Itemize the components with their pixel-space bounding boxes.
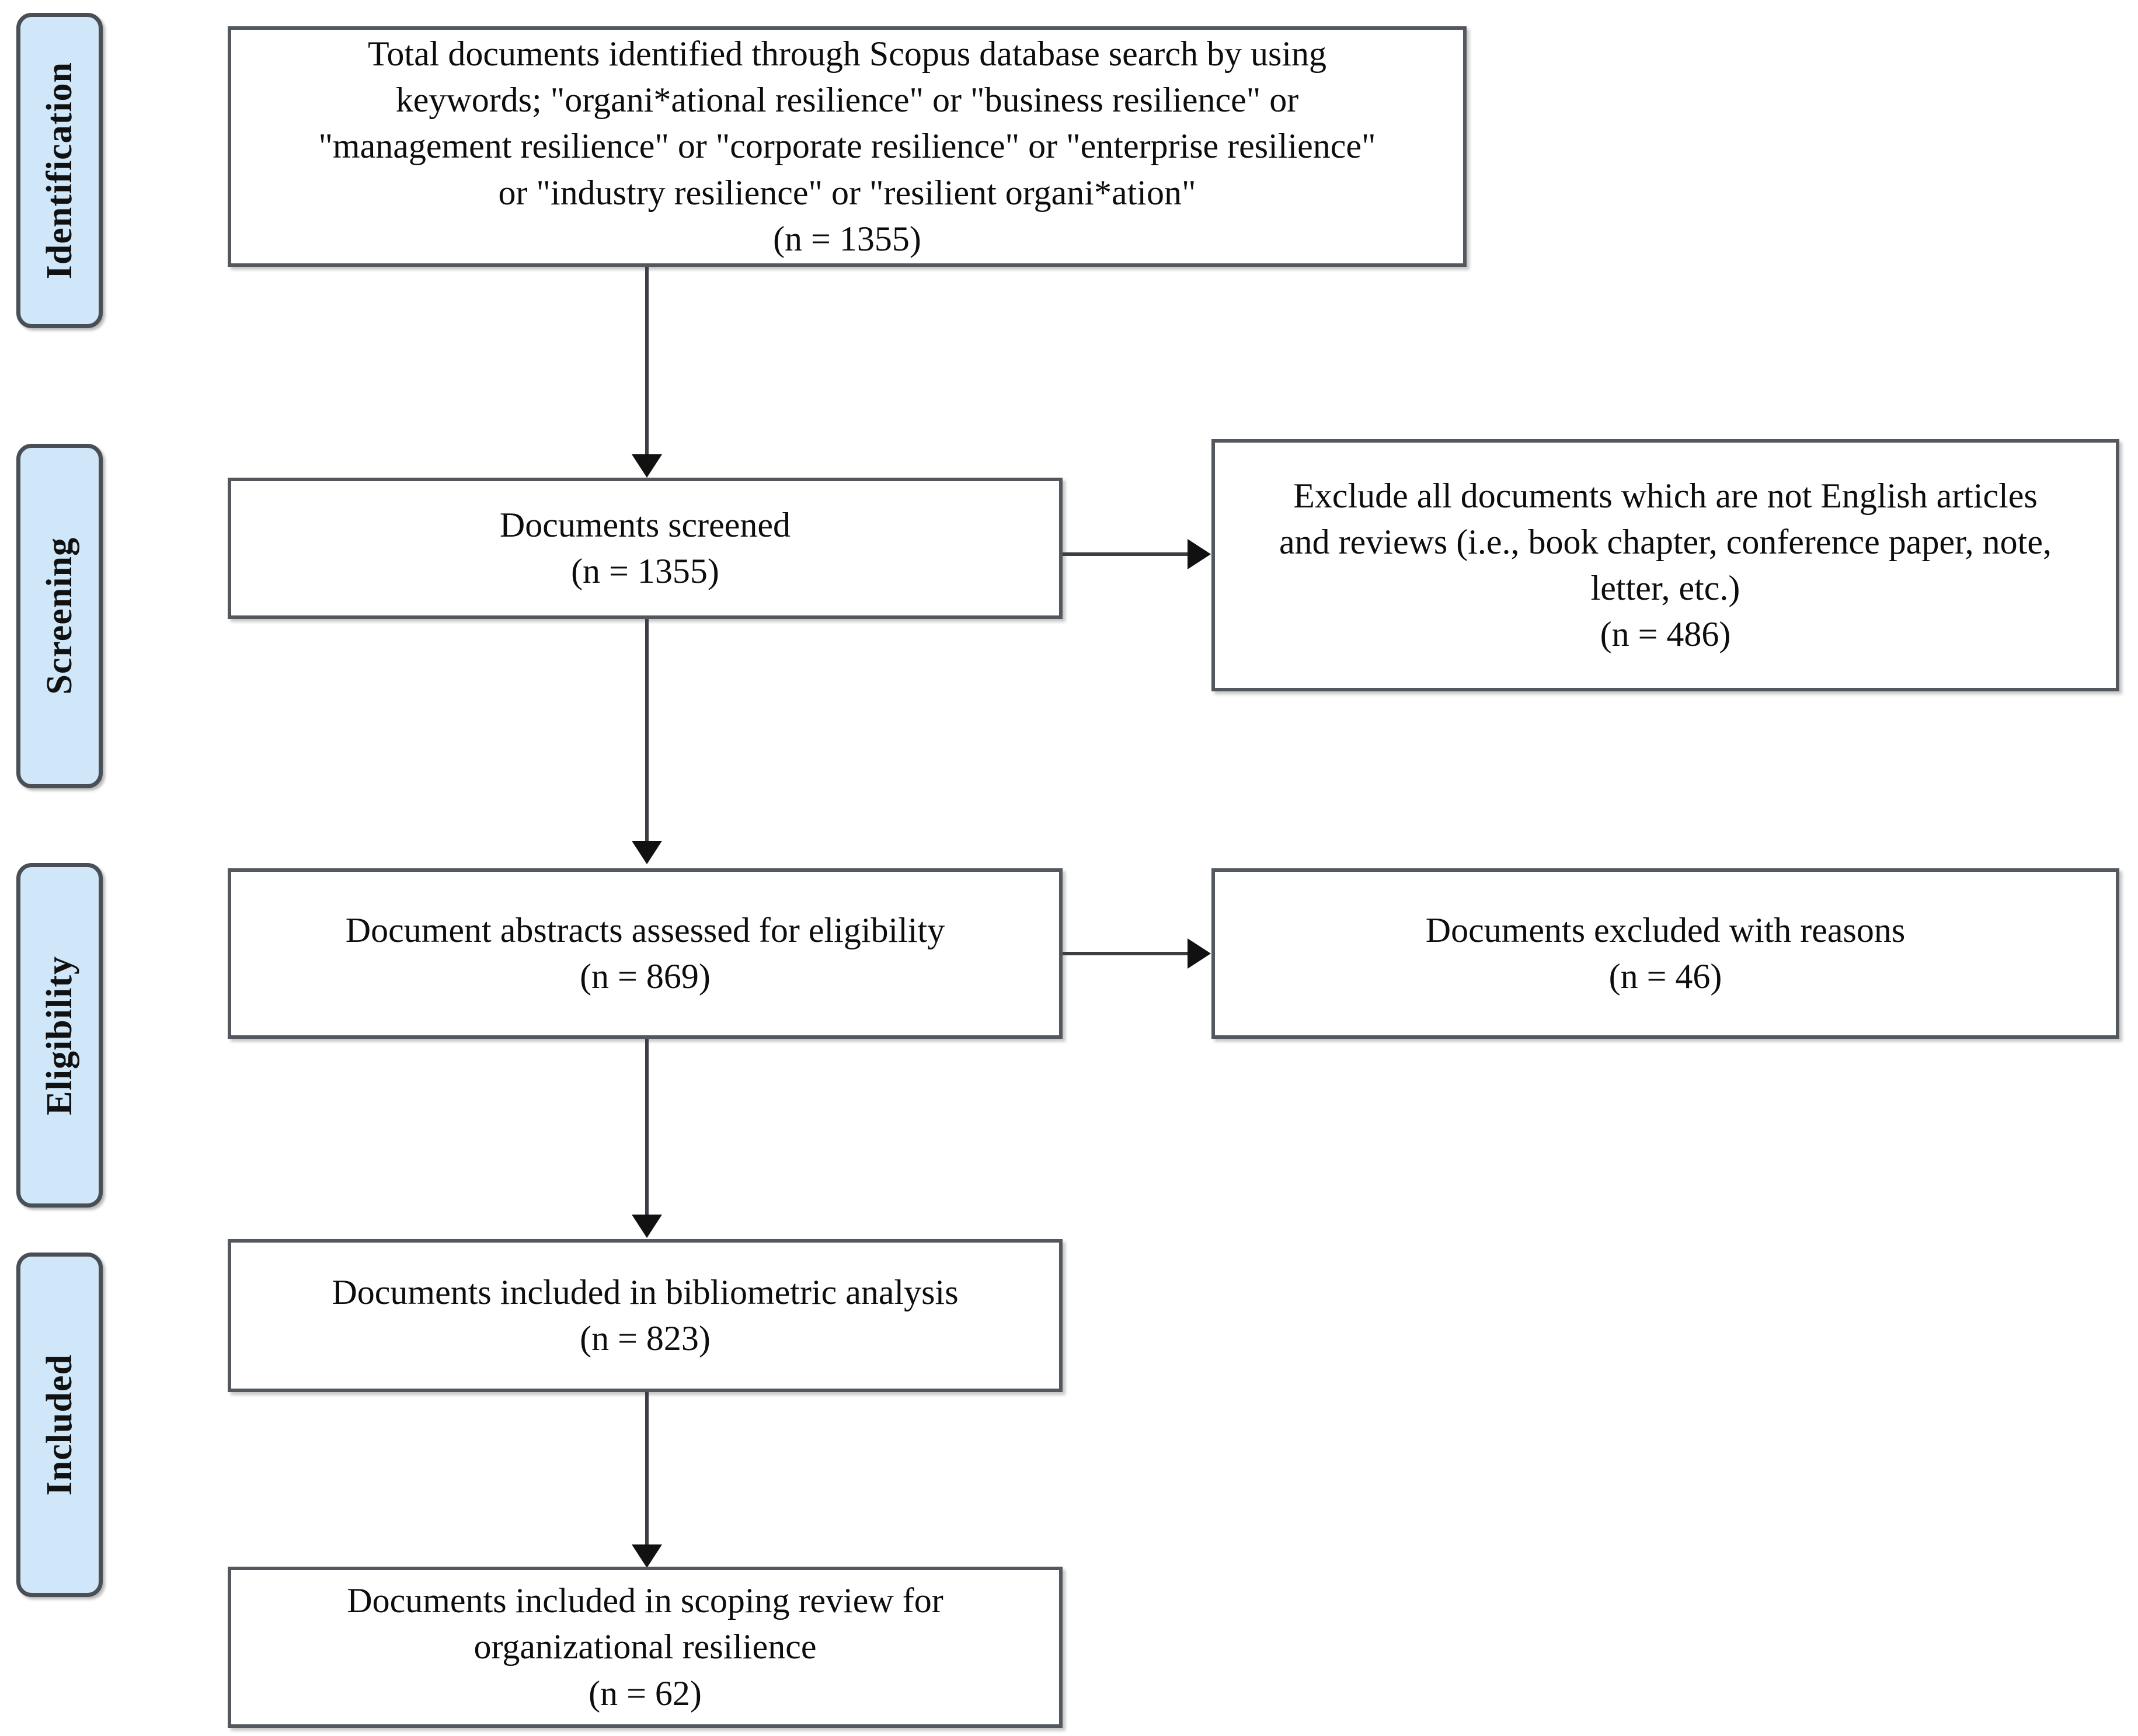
stage-tab-screening: Screening bbox=[16, 444, 103, 788]
box-included-scoping-review: Documents included in scoping review for… bbox=[228, 1567, 1063, 1728]
box-included-bibliometric-text: Documents included in bibliometric analy… bbox=[332, 1272, 959, 1358]
stage-label-eligibility: Eligibility bbox=[40, 955, 79, 1115]
box-included-bibliometric: Documents included in bibliometric analy… bbox=[228, 1239, 1063, 1392]
stage-tab-identification: Identification bbox=[16, 13, 103, 328]
arrowhead-abstracts-to-excluded-reasons bbox=[1188, 938, 1211, 969]
connector-abstracts-to-excluded-reasons bbox=[1063, 952, 1189, 955]
box-documents-screened-text: Documents screened (n = 1355) bbox=[499, 505, 791, 590]
box-documents-screened: Documents screened (n = 1355) bbox=[228, 478, 1063, 619]
arrowhead-identified-to-screened bbox=[632, 454, 662, 478]
box-excluded-not-english: Exclude all documents which are not Engl… bbox=[1211, 439, 2119, 691]
arrowhead-abstracts-to-bibliometric bbox=[632, 1215, 662, 1238]
box-abstracts-assessed-text: Document abstracts assessed for eligibil… bbox=[345, 910, 945, 996]
stage-label-identification: Identification bbox=[40, 61, 79, 280]
box-documents-identified: Total documents identified through Scopu… bbox=[228, 26, 1467, 267]
stage-label-screening: Screening bbox=[40, 537, 79, 695]
stage-tab-included: Included bbox=[16, 1253, 103, 1597]
box-documents-identified-text: Total documents identified through Scopu… bbox=[318, 34, 1376, 258]
connector-screened-to-abstracts bbox=[645, 619, 649, 843]
connector-identified-to-screened bbox=[645, 267, 649, 457]
connector-abstracts-to-bibliometric bbox=[645, 1039, 649, 1217]
connector-bibliometric-to-scoping bbox=[645, 1392, 649, 1547]
box-abstracts-assessed: Document abstracts assessed for eligibil… bbox=[228, 868, 1063, 1039]
box-excluded-not-english-text: Exclude all documents which are not Engl… bbox=[1279, 476, 2052, 654]
box-excluded-with-reasons: Documents excluded with reasons (n = 46) bbox=[1211, 868, 2119, 1039]
connector-screened-to-excluded bbox=[1063, 552, 1189, 556]
arrowhead-screened-to-excluded bbox=[1188, 539, 1211, 569]
arrowhead-bibliometric-to-scoping bbox=[632, 1544, 662, 1568]
stage-tab-eligibility: Eligibility bbox=[16, 863, 103, 1208]
stage-label-included: Included bbox=[40, 1354, 79, 1496]
box-included-scoping-review-text: Documents included in scoping review for… bbox=[347, 1581, 943, 1713]
arrowhead-screened-to-abstracts bbox=[632, 841, 662, 864]
box-excluded-with-reasons-text: Documents excluded with reasons (n = 46) bbox=[1425, 910, 1906, 996]
